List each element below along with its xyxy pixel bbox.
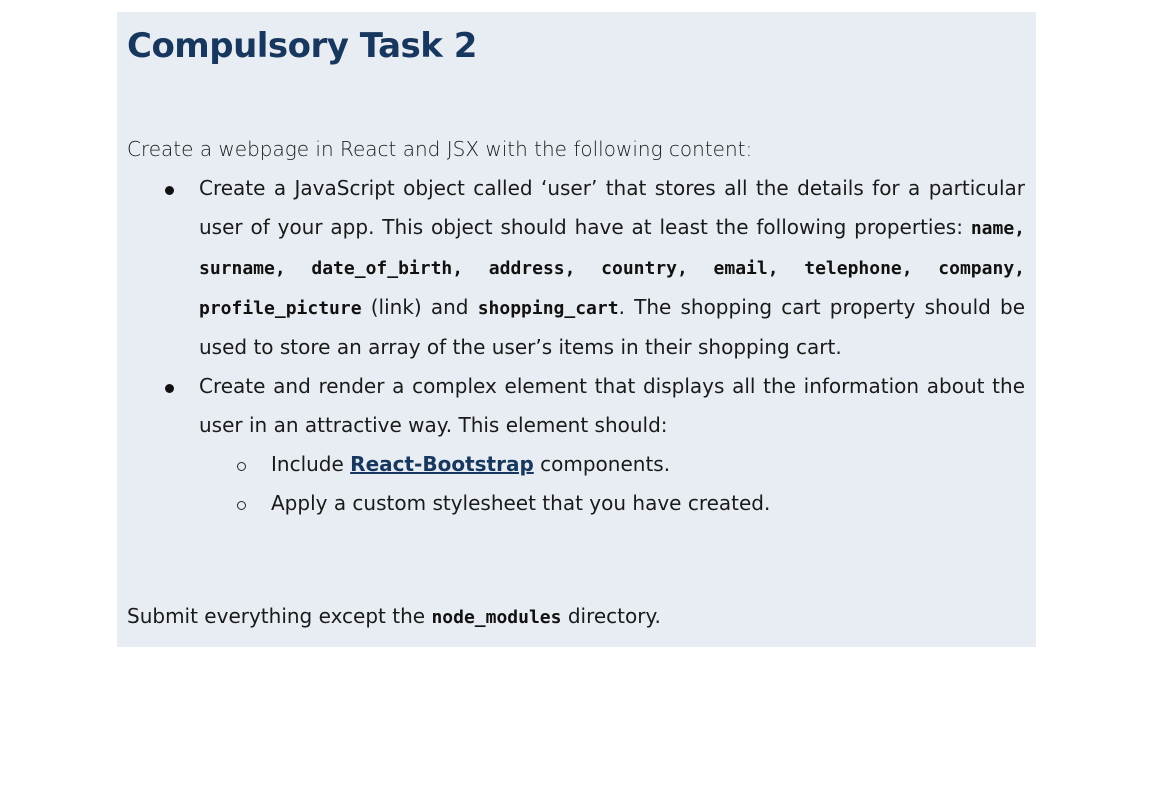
submit-instruction: Submit everything except the node_module… <box>127 597 661 637</box>
react-bootstrap-link[interactable]: React-Bootstrap <box>350 452 534 476</box>
sub2-text: Apply a custom stylesheet that you have … <box>271 491 771 515</box>
bullet-icon <box>165 384 174 393</box>
task-panel: Compulsory Task 2 Create a webpage in Re… <box>117 12 1036 647</box>
sub1-before: Include <box>271 452 351 476</box>
bullet-icon <box>165 186 174 195</box>
list-item: Create and render a complex element that… <box>127 367 1025 523</box>
properties-code: name, surname, date_of_birth, address, c… <box>199 218 1025 319</box>
submit-before: Submit everything except the <box>127 604 432 628</box>
bullet1-link-text: (link) and <box>361 295 478 319</box>
hollow-bullet-icon <box>237 462 246 471</box>
intro-text: Create a webpage in React and JSX with t… <box>127 137 753 161</box>
bullet1-text: Create a JavaScript object called ‘user’… <box>199 176 1025 239</box>
page-title: Compulsory Task 2 <box>127 26 477 66</box>
sub1-after: components. <box>533 452 671 476</box>
list-item: Create a JavaScript object called ‘user’… <box>127 169 1025 367</box>
node-modules-code: node_modules <box>431 607 562 628</box>
sub-list-item: Include React-Bootstrap components. <box>199 445 1025 484</box>
bullet1-tail-text: . The shopping cart property should be u… <box>199 295 1025 359</box>
shopping-cart-code: shopping_cart <box>477 298 619 319</box>
sub-list: Include React-Bootstrap components. Appl… <box>199 445 1025 523</box>
task-list: Create a JavaScript object called ‘user’… <box>127 169 1025 523</box>
hollow-bullet-icon <box>237 501 246 510</box>
sub-list-item: Apply a custom stylesheet that you have … <box>199 484 1025 523</box>
bullet2-text: Create and render a complex element that… <box>199 374 1025 437</box>
submit-after: directory. <box>561 604 661 628</box>
